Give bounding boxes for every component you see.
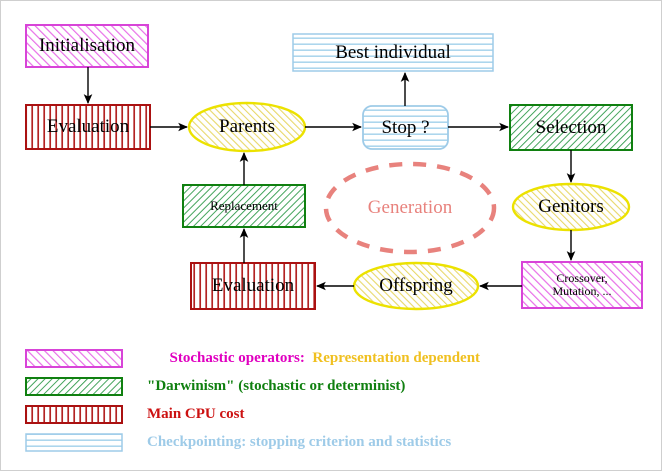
legend-row-main-cpu-cost: Main CPU cost xyxy=(25,404,245,424)
node-genitors[interactable] xyxy=(511,182,631,232)
node-generation xyxy=(323,161,497,255)
legend-swatch-darwinism xyxy=(25,376,123,396)
legend-swatch-main-cpu-cost xyxy=(25,404,123,424)
node-crossover-mutation[interactable] xyxy=(521,261,643,309)
legend-label-stochastic-operators: Stochastic operators: Representation dep… xyxy=(147,333,481,384)
node-parents[interactable] xyxy=(187,101,307,153)
legend-row-stochastic-operators: Stochastic operators: Representation dep… xyxy=(25,348,480,368)
node-stop[interactable] xyxy=(362,105,449,150)
node-selection[interactable] xyxy=(509,104,633,151)
node-best-individual[interactable] xyxy=(292,33,494,72)
legend-label-main-cpu-cost: Main CPU cost xyxy=(147,405,245,422)
legend-text-primary-0: Stochastic operators: xyxy=(169,349,305,366)
node-initialisation[interactable] xyxy=(25,24,149,68)
legend-text-secondary-0: Representation dependent xyxy=(312,349,481,366)
legend-swatch-checkpointing xyxy=(25,432,123,452)
legend-label-checkpointing: Checkpointing: stopping criterion and st… xyxy=(147,433,452,450)
legend-row-darwinism: "Darwinism" (stochastic or determinist) xyxy=(25,376,405,396)
legend-label-darwinism: "Darwinism" (stochastic or determinist) xyxy=(147,377,406,394)
node-evaluation-bottom[interactable] xyxy=(190,262,316,310)
node-offspring[interactable] xyxy=(352,261,480,311)
node-evaluation-top[interactable] xyxy=(25,104,151,150)
legend-row-checkpointing: Checkpointing: stopping criterion and st… xyxy=(25,432,451,452)
legend-swatch-stochastic-operators xyxy=(25,348,123,368)
node-replacement[interactable] xyxy=(182,184,306,228)
